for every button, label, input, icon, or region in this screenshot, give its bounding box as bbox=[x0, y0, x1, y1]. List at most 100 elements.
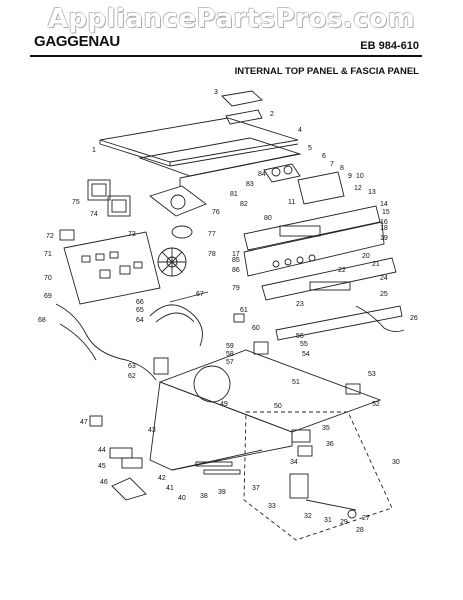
brand-logo: GAGGENAU bbox=[34, 33, 120, 50]
part-label-44: 44 bbox=[98, 447, 106, 454]
part-label-26: 26 bbox=[410, 315, 418, 322]
component-72 bbox=[59, 229, 75, 241]
cover-plate bbox=[138, 137, 302, 177]
part-label-50: 50 bbox=[274, 403, 282, 410]
part-label-33: 33 bbox=[268, 503, 276, 510]
part-label-6: 6 bbox=[322, 153, 326, 160]
part-label-12: 12 bbox=[354, 185, 362, 192]
part-60 bbox=[253, 341, 269, 355]
part-label-84: 84 bbox=[258, 171, 266, 178]
part-label-14: 14 bbox=[380, 201, 388, 208]
part-label-73: 73 bbox=[128, 231, 136, 238]
part-label-39: 39 bbox=[218, 489, 226, 496]
part-label-10: 10 bbox=[356, 173, 364, 180]
part-label-42: 42 bbox=[158, 475, 166, 482]
callout-numbers: 1 2 3 4 5 6 7 8 9 10 11 12 13 14 15 16 1… bbox=[38, 89, 418, 534]
vent-38 bbox=[195, 461, 233, 467]
part-label-31: 31 bbox=[324, 517, 332, 524]
part-label-15: 15 bbox=[382, 209, 390, 216]
part-label-34: 34 bbox=[290, 459, 298, 466]
part-label-2: 2 bbox=[270, 111, 274, 118]
header-rule bbox=[30, 55, 422, 57]
rail-67 bbox=[169, 291, 209, 303]
part-label-58: 58 bbox=[226, 351, 234, 358]
part-label-1: 1 bbox=[92, 147, 96, 154]
part-label-52: 52 bbox=[372, 401, 380, 408]
base-panel bbox=[158, 349, 382, 433]
part-label-66: 66 bbox=[136, 299, 144, 306]
base-side bbox=[149, 381, 293, 471]
part-label-57: 57 bbox=[226, 359, 234, 366]
part-label-56: 56 bbox=[296, 333, 304, 340]
part-label-29: 29 bbox=[340, 519, 348, 526]
model-number: EB 984-610 bbox=[360, 40, 419, 52]
part-label-16: 16 bbox=[380, 219, 388, 226]
part-label-83: 83 bbox=[246, 181, 254, 188]
part-label-55: 55 bbox=[300, 341, 308, 348]
part-label-51: 51 bbox=[292, 379, 300, 386]
switch-housing bbox=[263, 163, 301, 183]
part-label-67: 67 bbox=[196, 291, 204, 298]
lock-part-35 bbox=[291, 429, 311, 443]
part-label-30: 30 bbox=[392, 459, 400, 466]
part-label-59: 59 bbox=[226, 343, 234, 350]
lock-assembly-outline bbox=[243, 411, 393, 541]
part-drawings bbox=[55, 90, 405, 541]
part-46 bbox=[111, 477, 147, 501]
watermark: AppliancePartsPros.com bbox=[47, 4, 416, 34]
wiring-loom bbox=[55, 303, 157, 381]
part-label-61: 61 bbox=[240, 307, 248, 314]
front-fascia bbox=[261, 257, 397, 301]
wiring-harness-64 bbox=[149, 304, 203, 347]
part-label-19: 19 bbox=[380, 235, 388, 242]
part-label-64: 64 bbox=[136, 317, 144, 324]
part-label-60: 60 bbox=[252, 325, 260, 332]
part-label-80: 80 bbox=[264, 215, 272, 222]
diagram-title: INTERNAL TOP PANEL & FASCIA PANEL bbox=[234, 66, 419, 77]
part-label-8: 8 bbox=[340, 165, 344, 172]
part-label-5: 5 bbox=[308, 145, 312, 152]
part-label-49: 49 bbox=[220, 401, 228, 408]
part-label-69: 69 bbox=[44, 293, 52, 300]
part-label-72: 72 bbox=[46, 233, 54, 240]
part-label-86: 86 bbox=[232, 267, 240, 274]
part-label-65: 65 bbox=[136, 307, 144, 314]
part-label-81: 81 bbox=[230, 191, 238, 198]
bracket-44 bbox=[109, 447, 133, 459]
part-61 bbox=[233, 313, 245, 323]
transformer-74 bbox=[107, 195, 131, 217]
part-label-36: 36 bbox=[326, 441, 334, 448]
trim-strip bbox=[275, 305, 403, 341]
control-board bbox=[63, 231, 161, 305]
part-label-53: 53 bbox=[368, 371, 376, 378]
part-label-63: 63 bbox=[128, 363, 136, 370]
wiring-harness-26 bbox=[355, 305, 405, 333]
part-label-43: 43 bbox=[148, 427, 156, 434]
part-label-46: 46 bbox=[100, 479, 108, 486]
small-plate bbox=[221, 90, 263, 107]
part-label-45: 45 bbox=[98, 463, 106, 470]
part-label-54: 54 bbox=[302, 351, 310, 358]
lock-part-36 bbox=[297, 445, 313, 457]
part-label-27: 27 bbox=[362, 515, 370, 522]
part-label-82: 82 bbox=[240, 201, 248, 208]
part-label-17: 17 bbox=[232, 251, 240, 258]
part-label-9: 9 bbox=[348, 173, 352, 180]
part-label-41: 41 bbox=[166, 485, 174, 492]
part-label-21: 21 bbox=[372, 261, 380, 268]
fan-housing bbox=[149, 185, 207, 217]
part-47 bbox=[89, 415, 103, 427]
part-label-74: 74 bbox=[90, 211, 98, 218]
part-label-47: 47 bbox=[80, 419, 88, 426]
part-label-38: 38 bbox=[200, 493, 208, 500]
part-label-3: 3 bbox=[214, 89, 218, 96]
part-label-20: 20 bbox=[362, 253, 370, 260]
part-label-62: 62 bbox=[128, 373, 136, 380]
part-label-4: 4 bbox=[298, 127, 302, 134]
bracket-45 bbox=[121, 457, 143, 469]
part-label-76: 76 bbox=[212, 209, 220, 216]
part-label-70: 70 bbox=[44, 275, 52, 282]
part-label-68: 68 bbox=[38, 317, 46, 324]
part-label-22: 22 bbox=[338, 267, 346, 274]
part-label-37: 37 bbox=[252, 485, 260, 492]
